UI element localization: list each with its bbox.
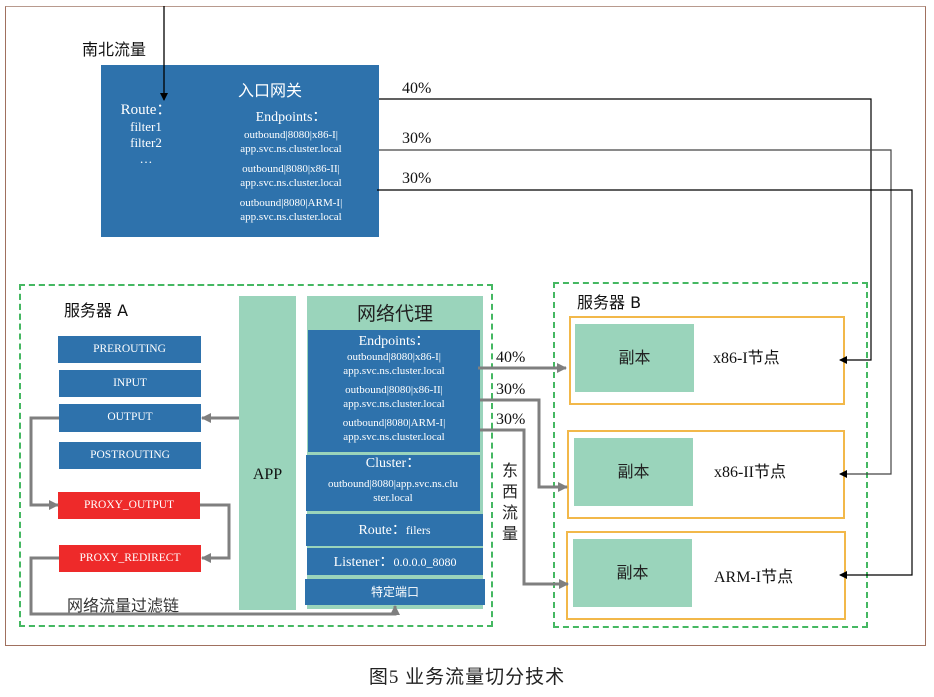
gateway-weight-label: 30% (402, 170, 432, 187)
gateway-endpoint: outbound|8080|x86-II| app.svc.ns.cluster… (211, 162, 371, 190)
node-name: x86-II节点 (714, 464, 786, 481)
proxy-endpoint: outbound|8080|ARM-I| app.svc.ns.cluster.… (308, 416, 480, 444)
chain-input[interactable]: INPUT (59, 370, 201, 397)
proxy-endpoint: outbound|8080|x86-I| app.svc.ns.cluster.… (308, 350, 480, 378)
proxy-route-value: filers (405, 523, 431, 537)
ingress-gateway: 入口网关 Route： filter1 filter2 … Endpoints：… (101, 65, 379, 237)
proxy-listener-label: Listener： (333, 555, 394, 570)
proxy-listener: Listener：0.0.0.0_8080 (307, 548, 483, 575)
node-arm-i[interactable]: 副本 ARM-I节点 (566, 531, 846, 620)
east-west-char: 量 (501, 524, 518, 543)
gateway-route-label: Route： (120, 102, 172, 118)
endpoint-line: outbound|8080|x86-II| (242, 163, 340, 175)
endpoint-line: app.svc.ns.cluster.local (240, 143, 342, 155)
gateway-route-arm-i (377, 189, 913, 579)
proxy-endpoint: outbound|8080|x86-II| app.svc.ns.cluster… (308, 383, 480, 411)
proxy-route-x86-ii (480, 398, 568, 492)
gateway-route-item: filter2 (130, 135, 162, 150)
replica-box: 副本 (574, 438, 693, 506)
endpoint-line: app.svc.ns.cluster.local (343, 398, 445, 410)
gateway-weight-label: 30% (402, 130, 432, 147)
endpoint-line: app.svc.ns.cluster.local (343, 431, 445, 443)
cluster-line: ster.local (373, 492, 413, 504)
proxy-route-arm-i (480, 428, 569, 589)
figure-caption: 图5 业务流量切分技术 (368, 667, 566, 688)
gateway-route-x86-i (379, 98, 872, 364)
east-west-char: 流 (501, 503, 518, 522)
endpoint-line: outbound|8080|x86-I| (244, 129, 338, 141)
endpoint-line: outbound|8080|ARM-I| (239, 197, 343, 209)
proxy-specific-port: 特定端口 (305, 579, 485, 605)
gateway-endpoints: Endpoints： outbound|8080|x86-I| app.svc.… (211, 109, 371, 224)
gateway-route-x86-ii (379, 149, 892, 478)
east-west-label: 东 西 流 量 (500, 460, 520, 544)
proxy-output-to-redirect-arrow (200, 503, 231, 563)
endpoint-line: outbound|8080|x86-I| (347, 351, 441, 363)
proxy-weight-label: 30% (496, 381, 526, 398)
east-west-char: 东 (501, 461, 518, 480)
proxy-cluster-label: Cluster： (365, 456, 421, 471)
gateway-endpoints-label: Endpoints： (255, 110, 327, 125)
chain-proxy-output[interactable]: PROXY_OUTPUT (58, 492, 200, 519)
endpoint-line: app.svc.ns.cluster.local (240, 211, 342, 223)
endpoint-line: app.svc.ns.cluster.local (343, 365, 445, 377)
north-south-label: 南北流量 (82, 40, 147, 59)
gateway-route-item: … (139, 151, 153, 166)
node-name: x86-I节点 (713, 350, 780, 367)
app-column: APP (239, 296, 296, 610)
figure-frame (5, 6, 926, 646)
node-x86-i[interactable]: 副本 x86-I节点 (569, 316, 845, 405)
endpoint-line: outbound|8080|x86-II| (345, 384, 443, 396)
proxy-listener-value: 0.0.0.0_8080 (393, 555, 457, 569)
proxy-endpoints: Endpoints： outbound|8080|x86-I| app.svc.… (308, 330, 480, 452)
gateway-endpoint: outbound|8080|x86-I| app.svc.ns.cluster.… (211, 128, 371, 156)
proxy-weight-label: 30% (496, 411, 526, 428)
chain-output[interactable]: OUTPUT (59, 404, 201, 432)
filter-chain-label: 网络流量过滤链 (67, 596, 180, 615)
node-name: ARM-I节点 (714, 569, 794, 586)
proxy-endpoints-label: Endpoints： (358, 334, 430, 349)
proxy-route: Route：filers (306, 514, 483, 546)
server-a-title: 服务器 A (64, 301, 129, 320)
proxy-title: 网络代理 (356, 303, 433, 325)
chain-prerouting[interactable]: PREROUTING (58, 336, 201, 363)
node-x86-ii[interactable]: 副本 x86-II节点 (567, 430, 845, 519)
gateway-route-item: filter1 (130, 119, 162, 134)
gateway-weight-label: 40% (402, 80, 432, 97)
cluster-line: outbound|8080|app.svc.ns.clu (328, 478, 458, 490)
proxy-route-label: Route： (358, 523, 406, 538)
gateway-title: 入口网关 (237, 81, 302, 100)
gateway-route: Route： filter1 filter2 … (111, 102, 181, 167)
chain-proxy-redirect[interactable]: PROXY_REDIRECT (59, 545, 201, 572)
replica-box: 副本 (573, 539, 692, 607)
app-label: APP (252, 466, 283, 483)
proxy-cluster: Cluster： outbound|8080|app.svc.ns.clu st… (306, 455, 480, 511)
gateway-endpoint: outbound|8080|ARM-I| app.svc.ns.cluster.… (211, 196, 371, 224)
server-a-container (19, 284, 493, 627)
output-to-proxy-output-arrow (29, 416, 59, 510)
proxy-weight-label: 40% (496, 349, 526, 366)
endpoint-line: outbound|8080|ARM-I| (342, 417, 446, 429)
chain-postrouting[interactable]: POSTROUTING (59, 442, 201, 469)
server-b-title: 服务器 B (577, 293, 642, 312)
server-b-container (553, 282, 868, 628)
east-west-char: 西 (501, 482, 518, 501)
replica-box: 副本 (575, 324, 694, 392)
endpoint-line: app.svc.ns.cluster.local (240, 177, 342, 189)
redirect-to-port-arrow (29, 556, 400, 616)
